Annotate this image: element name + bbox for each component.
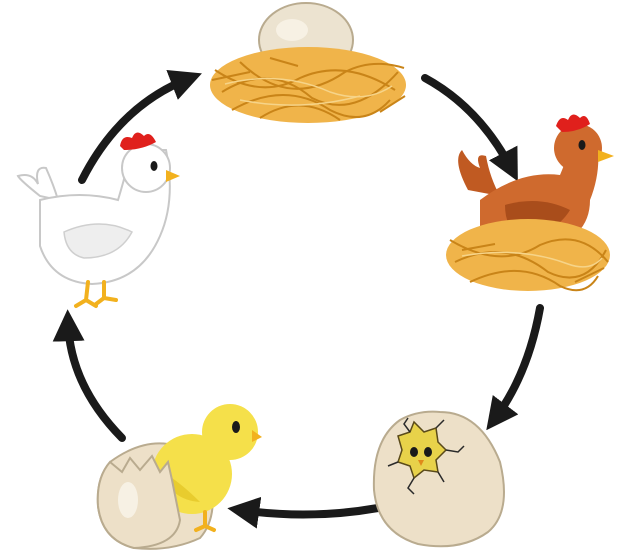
white-hen-icon: [18, 132, 180, 306]
brown-hen-on-nest-icon: [446, 114, 614, 291]
arrow-chick-to-adult: [68, 322, 122, 438]
arrow-hatching-to-chick: [240, 508, 378, 515]
egg-in-nest-icon: [210, 3, 406, 123]
arrow-egg-to-hen: [425, 78, 512, 170]
arrow-hen-to-hatching: [494, 308, 540, 420]
cracked-egg-with-chick-icon: [374, 412, 504, 547]
chick-in-eggshell-icon: [98, 404, 262, 549]
